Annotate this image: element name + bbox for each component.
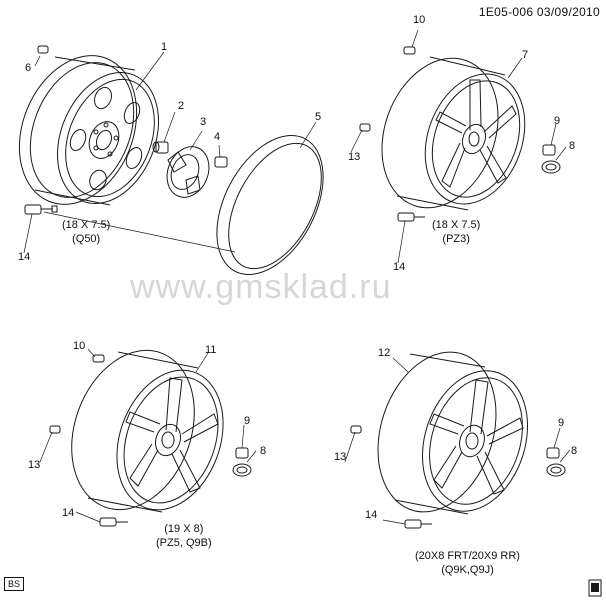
spec-q9k: (20X8 FRT/20X9 RR) (Q9K,Q9J) (415, 549, 520, 577)
leader-lines-steel (24, 52, 316, 253)
callout-14-steel: 14 (18, 251, 31, 263)
center-cap-part (160, 140, 217, 203)
spec-pz3-code: (PZ3) (442, 233, 470, 245)
bs-badge: BS (4, 577, 25, 591)
spec-steel-size: (18 X 7.5) (62, 219, 111, 231)
balance-weight-part-br (351, 426, 361, 433)
lug-nut-part-br (547, 448, 559, 458)
leader-lines-pz3 (351, 30, 566, 263)
callout-14-q9k: 14 (365, 509, 378, 521)
alloy-wheel-pz3 (362, 42, 542, 224)
callout-1: 1 (161, 41, 168, 53)
tpms-sensor-part-br (405, 520, 432, 528)
callout-8-pz5: 8 (260, 445, 267, 457)
callout-7: 7 (522, 49, 529, 61)
callout-8-q9k: 8 (571, 445, 578, 457)
callout-13-q9k: 13 (334, 451, 347, 463)
callout-11: 11 (205, 344, 217, 356)
watermark-text: www.gmsklad.ru (130, 268, 392, 306)
callout-5: 5 (315, 111, 322, 123)
center-cap-part-br (547, 464, 565, 476)
lug-nut-part (153, 142, 168, 153)
tpms-sensor-part-top (398, 213, 425, 221)
tpms-sensor-part-bl (100, 518, 128, 526)
spec-pz5: (19 X 8) (PZ5, Q9B) (156, 522, 212, 550)
callout-3: 3 (200, 116, 207, 128)
callout-2: 2 (178, 100, 185, 112)
callout-10-pz5: 10 (73, 340, 86, 352)
spec-q9k-size: (20X8 FRT/20X9 RR) (415, 550, 520, 562)
lug-nut-part-bl (236, 448, 248, 458)
drawing-id-date: 1E05-006 03/09/2010 (478, 5, 600, 19)
steel-wheel (0, 38, 177, 222)
callout-12: 12 (378, 347, 391, 359)
spec-steel: (18 X 7.5) (Q50) (62, 218, 110, 246)
spec-pz3: (18 X 7.5) (PZ3) (432, 218, 480, 246)
callout-9-pz5: 9 (244, 415, 251, 427)
valve-stem-part-top (404, 47, 415, 54)
spec-pz5-code: (PZ5, Q9B) (156, 537, 212, 549)
valve-cap-part (38, 46, 48, 53)
callout-8-pz3: 8 (569, 140, 576, 152)
valve-stem-part-bl (93, 355, 104, 362)
callout-9-q9k: 9 (558, 417, 565, 429)
document-corner-icon (588, 579, 602, 597)
spec-q9k-code: (Q9K,Q9J) (441, 564, 494, 576)
spec-steel-code: (Q50) (72, 233, 101, 245)
spec-pz5-size: (19 X 8) (164, 523, 204, 535)
callout-9-pz3: 9 (554, 115, 561, 127)
tpms-sensor-part (25, 205, 57, 214)
trim-ring-part (195, 118, 345, 293)
balance-weight-part-top (360, 124, 370, 131)
center-cap-part-bl (233, 464, 251, 476)
callout-4: 4 (214, 131, 221, 143)
callout-10-pz3: 10 (413, 14, 426, 26)
alloy-wheel-q9k (358, 337, 544, 528)
balance-weight-part-bl (50, 426, 60, 433)
alloy-wheel-pz5 (50, 333, 241, 527)
center-cap-part-top (542, 161, 560, 173)
leader-lines-pz5 (40, 349, 256, 522)
lug-nut-part-top (543, 145, 555, 155)
nut-part (215, 157, 227, 167)
callout-13-pz5: 13 (28, 459, 41, 471)
callout-6: 6 (25, 62, 32, 74)
spec-pz3-size: (18 X 7.5) (432, 219, 481, 231)
leader-lines-q9k (345, 358, 570, 524)
callout-13-pz3: 13 (348, 151, 361, 163)
callout-14-pz3: 14 (393, 261, 406, 273)
callout-14-pz5: 14 (62, 507, 75, 519)
